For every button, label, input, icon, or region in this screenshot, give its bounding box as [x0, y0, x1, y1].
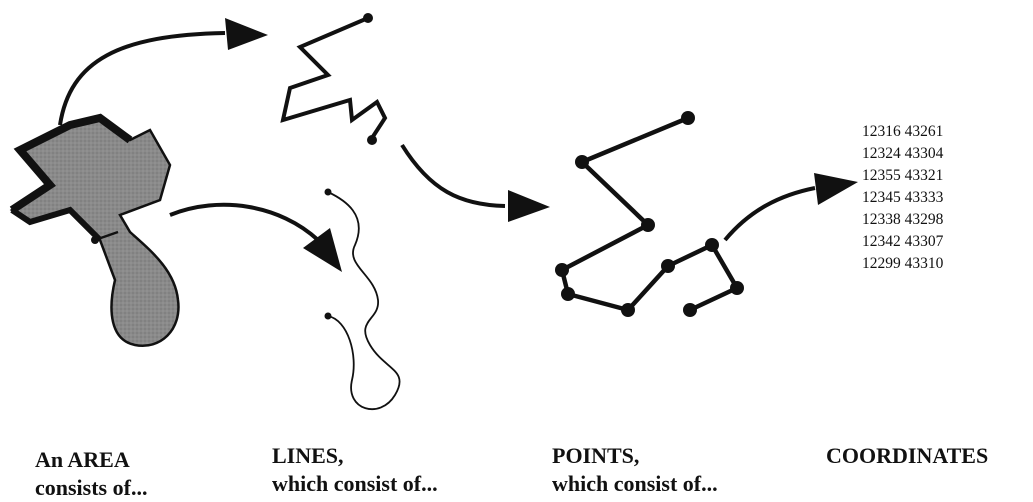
caption-lines-line2: which consist of...	[272, 471, 438, 496]
coordinate-row: 12355 43321	[862, 167, 944, 184]
curvy-line-start-node	[324, 188, 332, 196]
caption-area-line2: consists of...	[35, 475, 148, 500]
caption-area: An AREA consists of...	[35, 446, 147, 502]
point-node	[661, 259, 675, 273]
point-node	[705, 238, 719, 252]
coordinate-list: 12316 43261 12324 43304 12355 43321 1234…	[862, 121, 943, 275]
caption-coordinates-line1: COORDINATES	[826, 443, 989, 468]
area-spur-node	[91, 236, 99, 244]
point-node	[621, 303, 635, 317]
area-shape	[9, 113, 180, 348]
points-polyline	[555, 111, 744, 317]
caption-lines-line1: LINES,	[272, 443, 344, 468]
caption-points: POINTS, which consist of...	[552, 442, 718, 498]
point-node	[575, 155, 589, 169]
caption-area-line1: An AREA	[35, 447, 130, 472]
caption-points-line1: POINTS,	[552, 443, 640, 468]
caption-coordinates: COORDINATES	[826, 442, 988, 470]
coordinate-row: 12338 43298	[862, 211, 944, 228]
point-node	[561, 287, 575, 301]
point-node	[683, 303, 697, 317]
point-node	[641, 218, 655, 232]
point-node	[730, 281, 744, 295]
area-spur	[94, 230, 119, 242]
curvy-line-end-node	[324, 312, 332, 320]
area-thick-boundary	[9, 113, 133, 214]
arrow-area-to-line	[58, 18, 268, 126]
caption-lines: LINES, which consist of...	[272, 442, 438, 498]
coordinate-row: 12299 43310	[862, 255, 944, 272]
zigzag-line-end-node	[367, 135, 377, 145]
curvy-line	[324, 188, 401, 411]
coordinate-row: 12316 43261	[862, 123, 944, 140]
coordinate-row: 12342 43307	[862, 233, 944, 250]
point-node	[681, 111, 695, 125]
arrow-line-to-points	[400, 143, 550, 222]
zigzag-line-start-node	[363, 13, 373, 23]
arrow-points-to-coordinates	[723, 173, 858, 242]
zigzag-line	[280, 13, 388, 145]
area-thick-boundary-lower	[10, 206, 103, 243]
caption-points-line2: which consist of...	[552, 471, 718, 496]
coordinate-row: 12324 43304	[862, 145, 944, 162]
coordinate-row: 12345 43333	[862, 189, 944, 206]
arrow-area-to-curve	[169, 202, 342, 272]
point-nodes	[555, 111, 744, 317]
point-node	[555, 263, 569, 277]
